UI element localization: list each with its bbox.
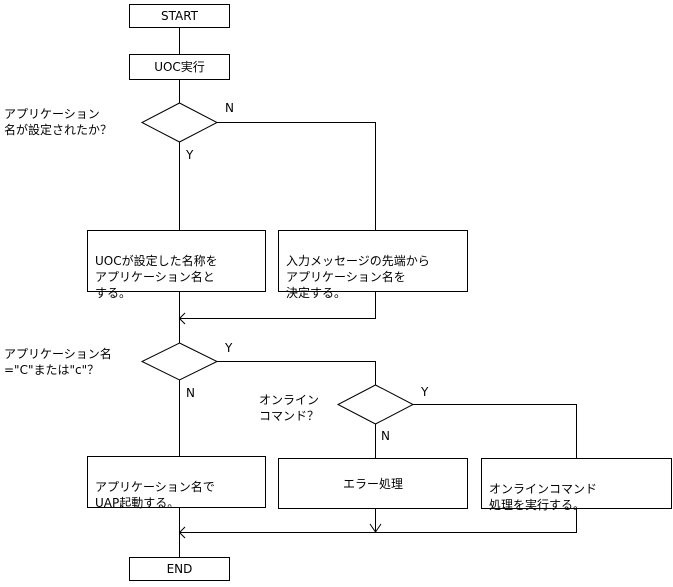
label-d3-yes: Y (421, 385, 429, 399)
uoc-exec-label: UOC実行 (154, 60, 205, 74)
start-terminal: START (129, 4, 230, 28)
connector-d2-yes (217, 361, 376, 385)
decision-diamond-app-c (140, 342, 219, 381)
connector-d3-yes (413, 404, 577, 458)
label-d3-no: N (381, 429, 390, 443)
label-d1-no: N (225, 101, 234, 115)
error-box: エラー処理 (278, 458, 468, 509)
question-app-c: アプリケーション名 ="C"または"c"？ (4, 347, 112, 377)
uoc-exec-box: UOC実行 (129, 54, 230, 80)
uap-start-box: アプリケーション名で UAP起動する。 (87, 456, 266, 510)
arrow-merge-2 (178, 526, 186, 539)
uoc-name-label: UOCが設定した名称を アプリケーション名と する。 (95, 254, 218, 300)
connector-d1-no (217, 122, 376, 230)
decision-diamond-app-set (140, 102, 219, 143)
end-label: END (166, 562, 193, 576)
decision-diamond-online (336, 384, 415, 425)
online-cmd-label: オンラインコマンド 処理を実行する。 (489, 482, 598, 512)
question-app-set: アプリケーション 名が設定されたか？ (4, 107, 113, 137)
arrow-merge-1 (178, 312, 186, 325)
label-d1-yes: Y (186, 148, 194, 162)
question-online: オンライン コマンド？ (259, 393, 320, 423)
end-terminal: END (129, 557, 230, 581)
connector-right-merge (179, 292, 376, 319)
label-d2-no: N (186, 386, 195, 400)
start-label: START (160, 9, 199, 23)
label-d2-yes: Y (225, 341, 233, 355)
uap-start-label: アプリケーション名で UAP起動する。 (95, 480, 215, 510)
arrow-error-down (369, 523, 382, 533)
msg-name-box: 入力メッセージの先端から アプリケーション名を 決定する。 (278, 230, 468, 300)
msg-name-label: 入力メッセージの先端から アプリケーション名を 決定する。 (286, 254, 430, 300)
error-label: エラー処理 (342, 476, 403, 491)
online-cmd-box: オンラインコマンド 処理を実行する。 (481, 458, 672, 512)
uoc-name-box: UOCが設定した名称を アプリケーション名と する。 (87, 230, 266, 300)
connector-online-merge (179, 509, 577, 533)
